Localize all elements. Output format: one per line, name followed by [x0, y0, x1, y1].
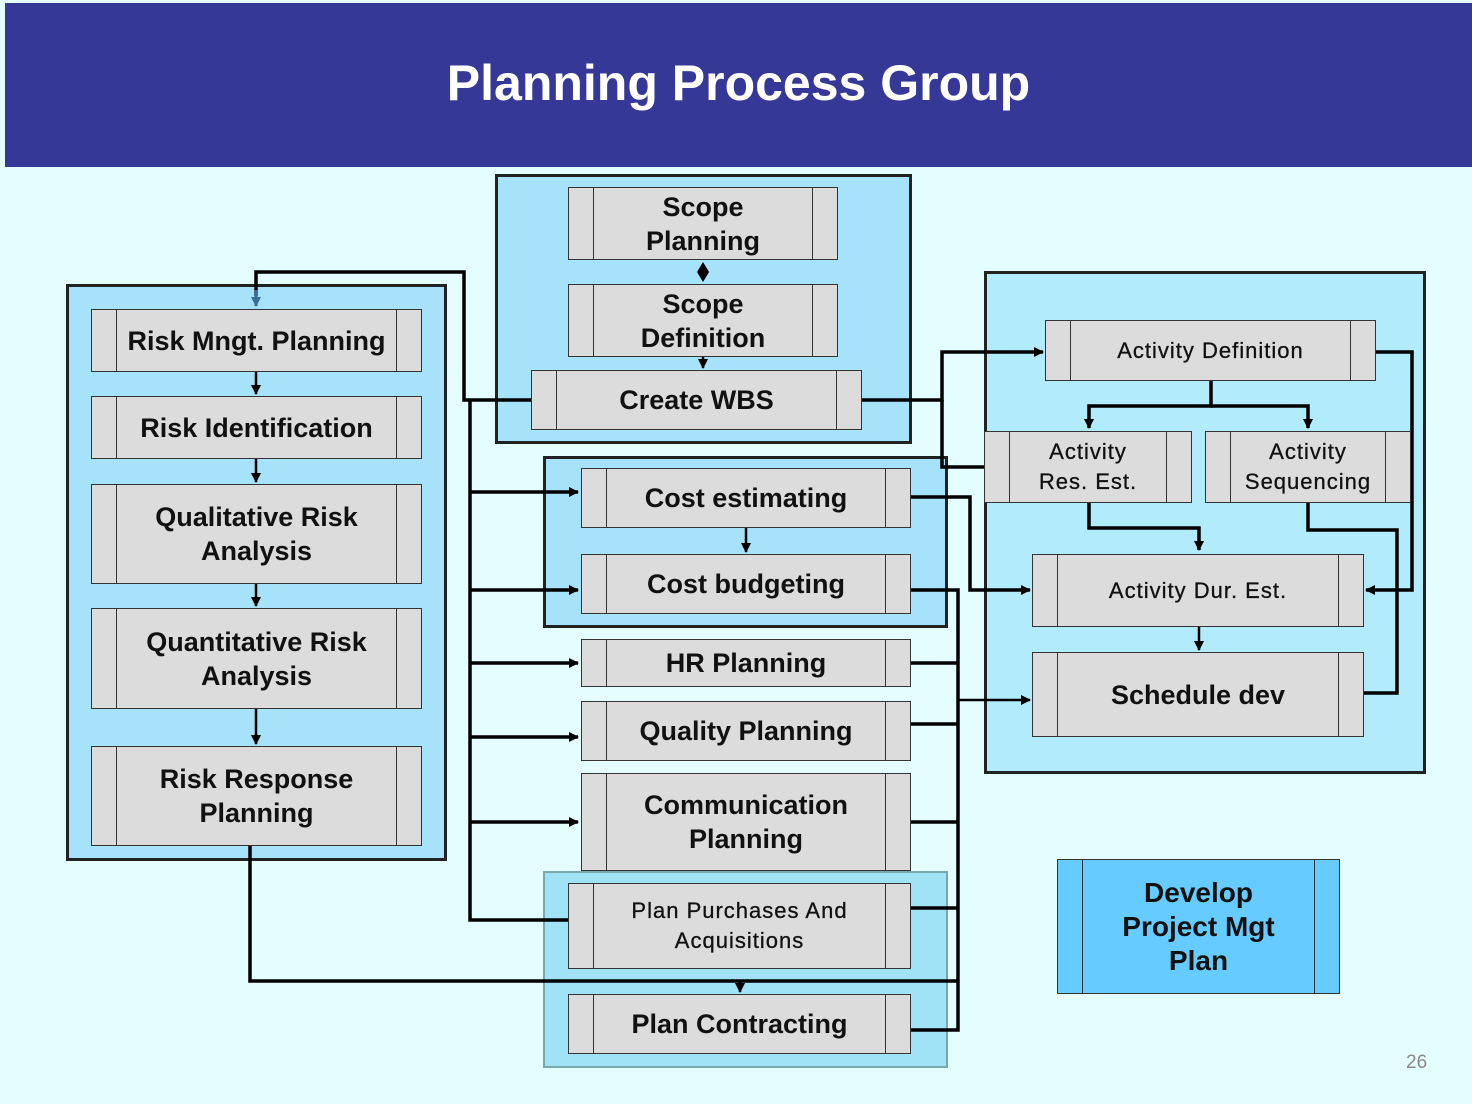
activity-res-est-box[interactable]: Activity Res. Est.: [984, 431, 1192, 503]
activity-sequencing-box[interactable]: Activity Sequencing: [1205, 431, 1411, 503]
risk-response-box[interactable]: Risk Response Planning: [91, 746, 422, 846]
hr-planning-box[interactable]: HR Planning: [581, 639, 911, 687]
wbs-to-risk-connector: [254, 270, 531, 402]
risk-response-connector: [248, 846, 958, 983]
page-number: 26: [1406, 1052, 1428, 1073]
label: Plan Contracting: [631, 1009, 848, 1039]
label: Cost estimating: [644, 483, 848, 513]
wbs-bus-connector: [468, 400, 579, 925]
output-bus-connector: [900, 588, 960, 1032]
schedule-dev-box[interactable]: Schedule dev: [1032, 652, 1364, 737]
risk-identification-box[interactable]: Risk Identification: [91, 396, 422, 459]
plan-purchases-box[interactable]: Plan Purchases And Acquisitions: [568, 883, 911, 969]
label: HR Planning: [665, 648, 827, 678]
cost-estimating-box[interactable]: Cost estimating: [581, 468, 911, 528]
quantitative-risk-box[interactable]: Quantitative Risk Analysis: [91, 608, 422, 709]
label: Develop Project Mgt Plan: [1122, 876, 1275, 976]
scope-definition-box[interactable]: Scope Definition: [568, 284, 838, 357]
cost-budgeting-box[interactable]: Cost budgeting: [581, 554, 911, 614]
activity-definition-box[interactable]: Activity Definition: [1045, 320, 1376, 381]
label: Risk Identification: [140, 412, 373, 443]
label: Risk Response Planning: [159, 764, 354, 828]
label: Qualitative Risk Analysis: [155, 502, 358, 566]
communication-planning-box[interactable]: Communication Planning: [581, 773, 911, 871]
create-wbs-box[interactable]: Create WBS: [531, 370, 862, 430]
develop-project-plan-box[interactable]: Develop Project Mgt Plan: [1057, 859, 1340, 994]
label: Create WBS: [619, 385, 774, 415]
label: Activity Sequencing: [1244, 439, 1372, 494]
label: Activity Res. Est.: [1038, 439, 1138, 494]
label: Activity Dur. Est.: [1108, 577, 1288, 603]
plan-contracting-box[interactable]: Plan Contracting: [568, 994, 911, 1054]
label: Scope Definition: [640, 288, 766, 353]
label: Cost budgeting: [647, 569, 845, 599]
label: Scope Planning: [646, 191, 760, 256]
label: Quality Planning: [639, 716, 853, 746]
scope-link-diamond-icon: [697, 262, 709, 282]
quality-planning-box[interactable]: Quality Planning: [581, 701, 911, 761]
label: Schedule dev: [1110, 679, 1286, 710]
risk-mgmt-planning-box[interactable]: Risk Mngt. Planning: [91, 309, 422, 372]
activity-dur-est-box[interactable]: Activity Dur. Est.: [1032, 554, 1364, 627]
qualitative-risk-box[interactable]: Qualitative Risk Analysis: [91, 484, 422, 584]
label: Communication Planning: [643, 790, 848, 854]
scope-planning-box[interactable]: Scope Planning: [568, 187, 838, 260]
label: Risk Mngt. Planning: [127, 325, 386, 356]
label: Plan Purchases And Acquisitions: [631, 898, 848, 953]
label: Quantitative Risk Analysis: [146, 626, 367, 691]
slide-title: Planning Process Group: [446, 55, 1031, 111]
label: Activity Definition: [1117, 337, 1304, 363]
title-bar: Planning Process Group: [5, 3, 1472, 167]
